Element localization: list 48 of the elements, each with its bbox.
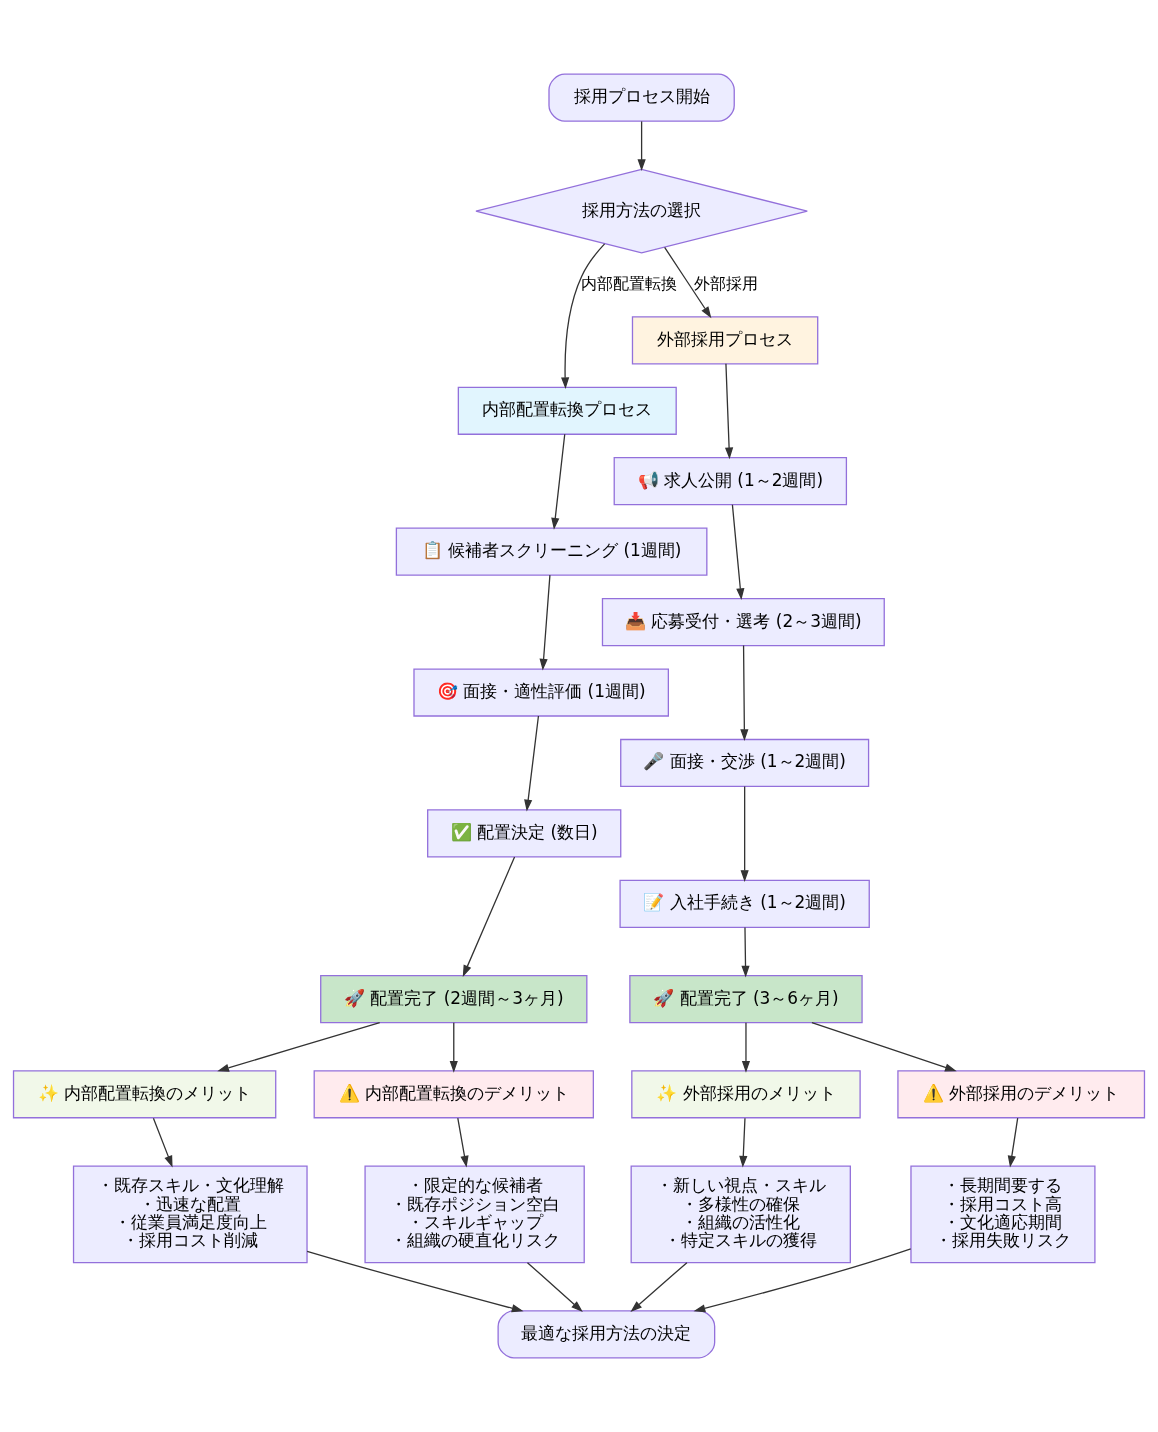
arrow [740,785,749,882]
node-box: 📥 応募受付・選考 (2～3週間) [601,597,885,647]
node-box: ・新しい視点・スキル ・多様性の確保 ・組織の活性化 ・特定スキルの獲得 [630,1165,851,1264]
node-box: ✨ 外部採用のメリット [631,1070,861,1119]
arrow [739,1117,748,1168]
node-box: 内部配置転換プロセス [457,386,677,435]
arrow [724,363,734,460]
node-box: ⚠ 外部採用のデメリット [897,1070,1146,1119]
node-box: ✨ 内部配置転換のメリット [12,1070,277,1119]
node-box: 📋 候補者スクリーニング (1週間) [395,527,708,576]
node-box: 🚀 配置完了 (3～6ヶ月) [629,974,863,1024]
arrow [561,243,606,390]
node-box: ・限定的な候補者 ・既存ポジション空白 ・スキルギャップ ・組織の硬直化リスク [364,1165,585,1264]
arrow [741,926,750,978]
node-box: ⚠ 内部配置転換のデメリット [313,1070,594,1119]
node-box: 📢 求人公開 (1～2週間) [613,457,848,506]
arrow [524,715,540,812]
arrow [462,856,516,977]
node-box: 最適な採用方法の決定 [497,1310,716,1359]
arrow [306,1250,524,1313]
node-box: 🎯 面接・適性評価 (1週間) [413,668,669,717]
node-box: ✅ 配置決定 (数日) [427,809,622,858]
node-box: 📝 入社手続き (1～2週間) [619,879,870,928]
node-box: 🎤 面接・交渉 (1～2週間) [620,738,870,788]
arrow [731,504,745,601]
edge-label: 外部採用 [693,273,758,293]
arrow [637,120,646,172]
arrow [457,1117,469,1168]
arrow [811,1021,957,1072]
edge-label: 内部配置転換 [581,273,678,293]
node-box: 🚀 配置完了 (2週間～3ヶ月) [320,974,588,1024]
arrow [539,574,551,671]
node-diamond: 採用方法の選択 [475,168,808,254]
arrow [630,1262,688,1312]
node-box: 採用プロセス開始 [548,73,735,122]
arrow [526,1262,583,1313]
arrow [1007,1117,1019,1168]
arrow [740,644,749,741]
node-box: ・長期間要する ・採用コスト高 ・文化適応期間 ・採用失敗リスク [910,1165,1096,1264]
arrow [152,1117,173,1168]
arrow [741,1022,751,1073]
arrow [551,433,566,530]
arrow [664,246,712,319]
arrow [693,1248,912,1313]
node-box: 外部採用プロセス [631,316,819,365]
arrow [449,1022,458,1073]
arrow [217,1021,381,1072]
node-box: ・既存スキル・文化理解 ・迅速な配置 ・従業員満足度向上 ・採用コスト削減 [72,1165,308,1264]
